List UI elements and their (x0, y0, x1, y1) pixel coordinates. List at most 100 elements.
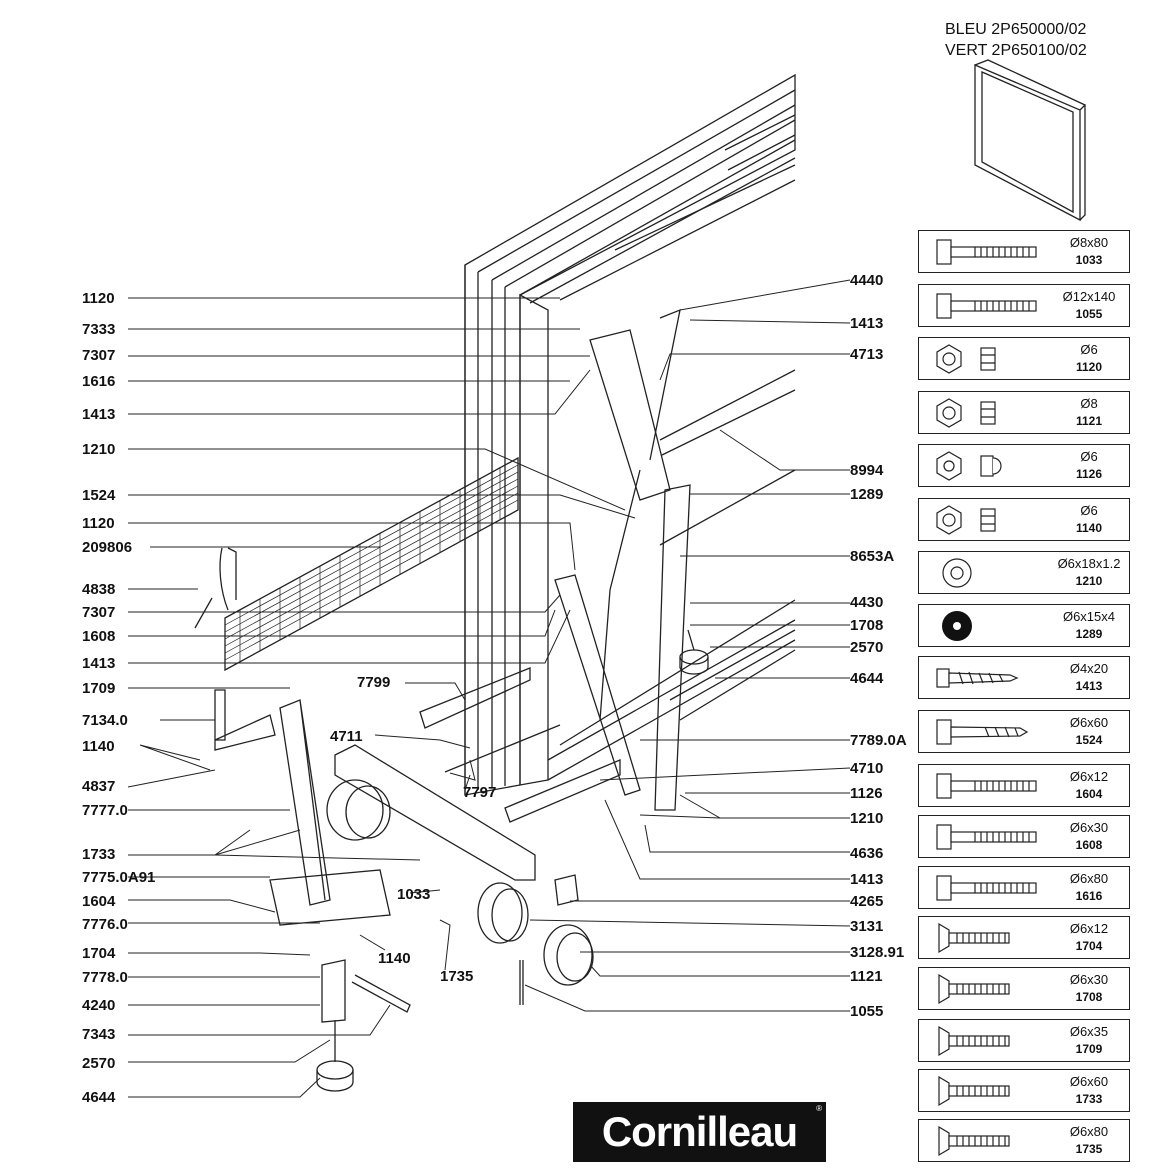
part-reference: 1140 (1075, 521, 1103, 535)
part-item-1524: Ø6x60 1524 (918, 710, 1130, 753)
callout-label: 7307 (82, 347, 116, 364)
part-item-1033: Ø8x80 1033 (918, 230, 1130, 273)
callout-label: 4644 (82, 1089, 116, 1106)
part-item-1210: Ø6x18x1.2 1210 (918, 551, 1130, 594)
callout-label: 4440 (850, 272, 884, 289)
callout-label: 209806 (82, 539, 133, 556)
part-reference: 1709 (1075, 1042, 1103, 1056)
callout-label: 1210 (850, 810, 884, 827)
callout-label: 7797 (463, 784, 497, 801)
part-item-1289: Ø6x15x4 1289 (918, 604, 1130, 647)
part-dimension: Ø6x30 (1069, 972, 1109, 987)
callout-label: 1604 (82, 893, 116, 910)
callout-label: 7775.0A91 (82, 869, 156, 886)
callout-label: 1033 (397, 886, 431, 903)
callout-label: 1413 (82, 406, 116, 423)
callout-label: 3128.91 (850, 944, 905, 961)
part-dimension: Ø8 (1080, 396, 1098, 411)
part-reference: 1126 (1075, 467, 1103, 481)
cornilleau-logo: Cornilleau ® (573, 1102, 826, 1162)
part-dimension: Ø4x20 (1069, 661, 1109, 676)
part-reference: 1733 (1075, 1092, 1103, 1106)
callout-label: 7799 (357, 674, 391, 691)
part-reference: 1413 (1075, 679, 1103, 693)
part-item-1735: Ø6x80 1735 (918, 1119, 1130, 1162)
model-code-blue: BLEU 2P650000/02 (945, 21, 1087, 38)
part-reference: 1210 (1075, 574, 1103, 588)
callout-label: 4711 (330, 728, 363, 745)
part-reference: 1604 (1075, 787, 1103, 801)
part-item-1709: Ø6x35 1709 (918, 1019, 1130, 1062)
callout-label: 4430 (850, 594, 884, 611)
callout-label: 1733 (82, 846, 116, 863)
part-dimension: Ø6 (1080, 449, 1098, 464)
part-item-1733: Ø6x60 1733 (918, 1069, 1130, 1112)
callout-label: 7778.0 (82, 969, 128, 986)
part-reference: 1616 (1075, 889, 1103, 903)
callout-label: 4713 (850, 346, 884, 363)
callout-label: 2570 (82, 1055, 116, 1072)
callout-label: 4240 (82, 997, 116, 1014)
callout-label: 1524 (82, 487, 116, 504)
callout-label: 4636 (850, 845, 884, 862)
callout-label: 4838 (82, 581, 116, 598)
callout-label: 4837 (82, 778, 116, 795)
part-reference: 1120 (1075, 360, 1103, 374)
part-item-1126: Ø6 1126 (918, 444, 1130, 487)
part-dimension: Ø6x12 (1069, 769, 1109, 784)
callout-label: 7333 (82, 321, 116, 338)
part-item-1708: Ø6x30 1708 (918, 967, 1130, 1010)
callout-label: 1210 (82, 441, 116, 458)
part-reference: 1708 (1075, 990, 1103, 1004)
part-dimension: Ø6x18x1.2 (1057, 556, 1121, 571)
callout-label: 1140 (378, 950, 411, 967)
part-dimension: Ø8x80 (1069, 235, 1109, 250)
part-dimension: Ø6 (1080, 342, 1098, 357)
part-reference: 1704 (1075, 939, 1103, 953)
part-dimension: Ø6x60 (1069, 715, 1109, 730)
callout-label: 8994 (850, 462, 884, 479)
registered-mark: ® (816, 1104, 822, 1113)
callout-label: 7307 (82, 604, 116, 621)
callout-label: 7777.0 (82, 802, 128, 819)
callout-label: 1120 (82, 515, 115, 532)
callout-label: 1140 (82, 738, 115, 755)
callout-label: 1608 (82, 628, 116, 645)
callout-label: 7343 (82, 1026, 116, 1043)
callout-label: 1121 (850, 968, 883, 985)
callout-label: 1616 (82, 373, 116, 390)
callout-label: 1289 (850, 486, 884, 503)
callout-label: 1709 (82, 680, 116, 697)
callout-label: 2570 (850, 639, 884, 656)
part-dimension: Ø6x60 (1069, 1074, 1109, 1089)
part-dimension: Ø6x80 (1069, 1124, 1109, 1139)
callout-label: 1413 (82, 655, 116, 672)
callout-label: 1413 (850, 871, 884, 888)
callout-label: 8653A (850, 548, 895, 565)
part-reference: 1033 (1075, 253, 1103, 267)
part-reference: 1608 (1075, 838, 1103, 852)
part-reference: 1524 (1075, 733, 1103, 747)
callout-label: 4265 (850, 893, 884, 910)
callout-label: 4644 (850, 670, 884, 687)
part-reference: 1735 (1075, 1142, 1103, 1156)
part-reference: 1121 (1075, 414, 1103, 428)
callout-label: 1055 (850, 1003, 884, 1020)
part-reference: 1289 (1075, 627, 1103, 641)
callout-label: 1704 (82, 945, 116, 962)
part-dimension: Ø6x15x4 (1062, 609, 1116, 624)
part-item-1121: Ø8 1121 (918, 391, 1130, 434)
callout-label: 4710 (850, 760, 884, 777)
callout-label: 7789.0A (850, 732, 907, 749)
callout-label: 7776.0 (82, 916, 128, 933)
part-reference: 1055 (1075, 307, 1103, 321)
callout-label: 1708 (850, 617, 884, 634)
part-dimension: Ø6x35 (1069, 1024, 1109, 1039)
callout-label: 1735 (440, 968, 474, 985)
callout-label: 1126 (850, 785, 883, 802)
